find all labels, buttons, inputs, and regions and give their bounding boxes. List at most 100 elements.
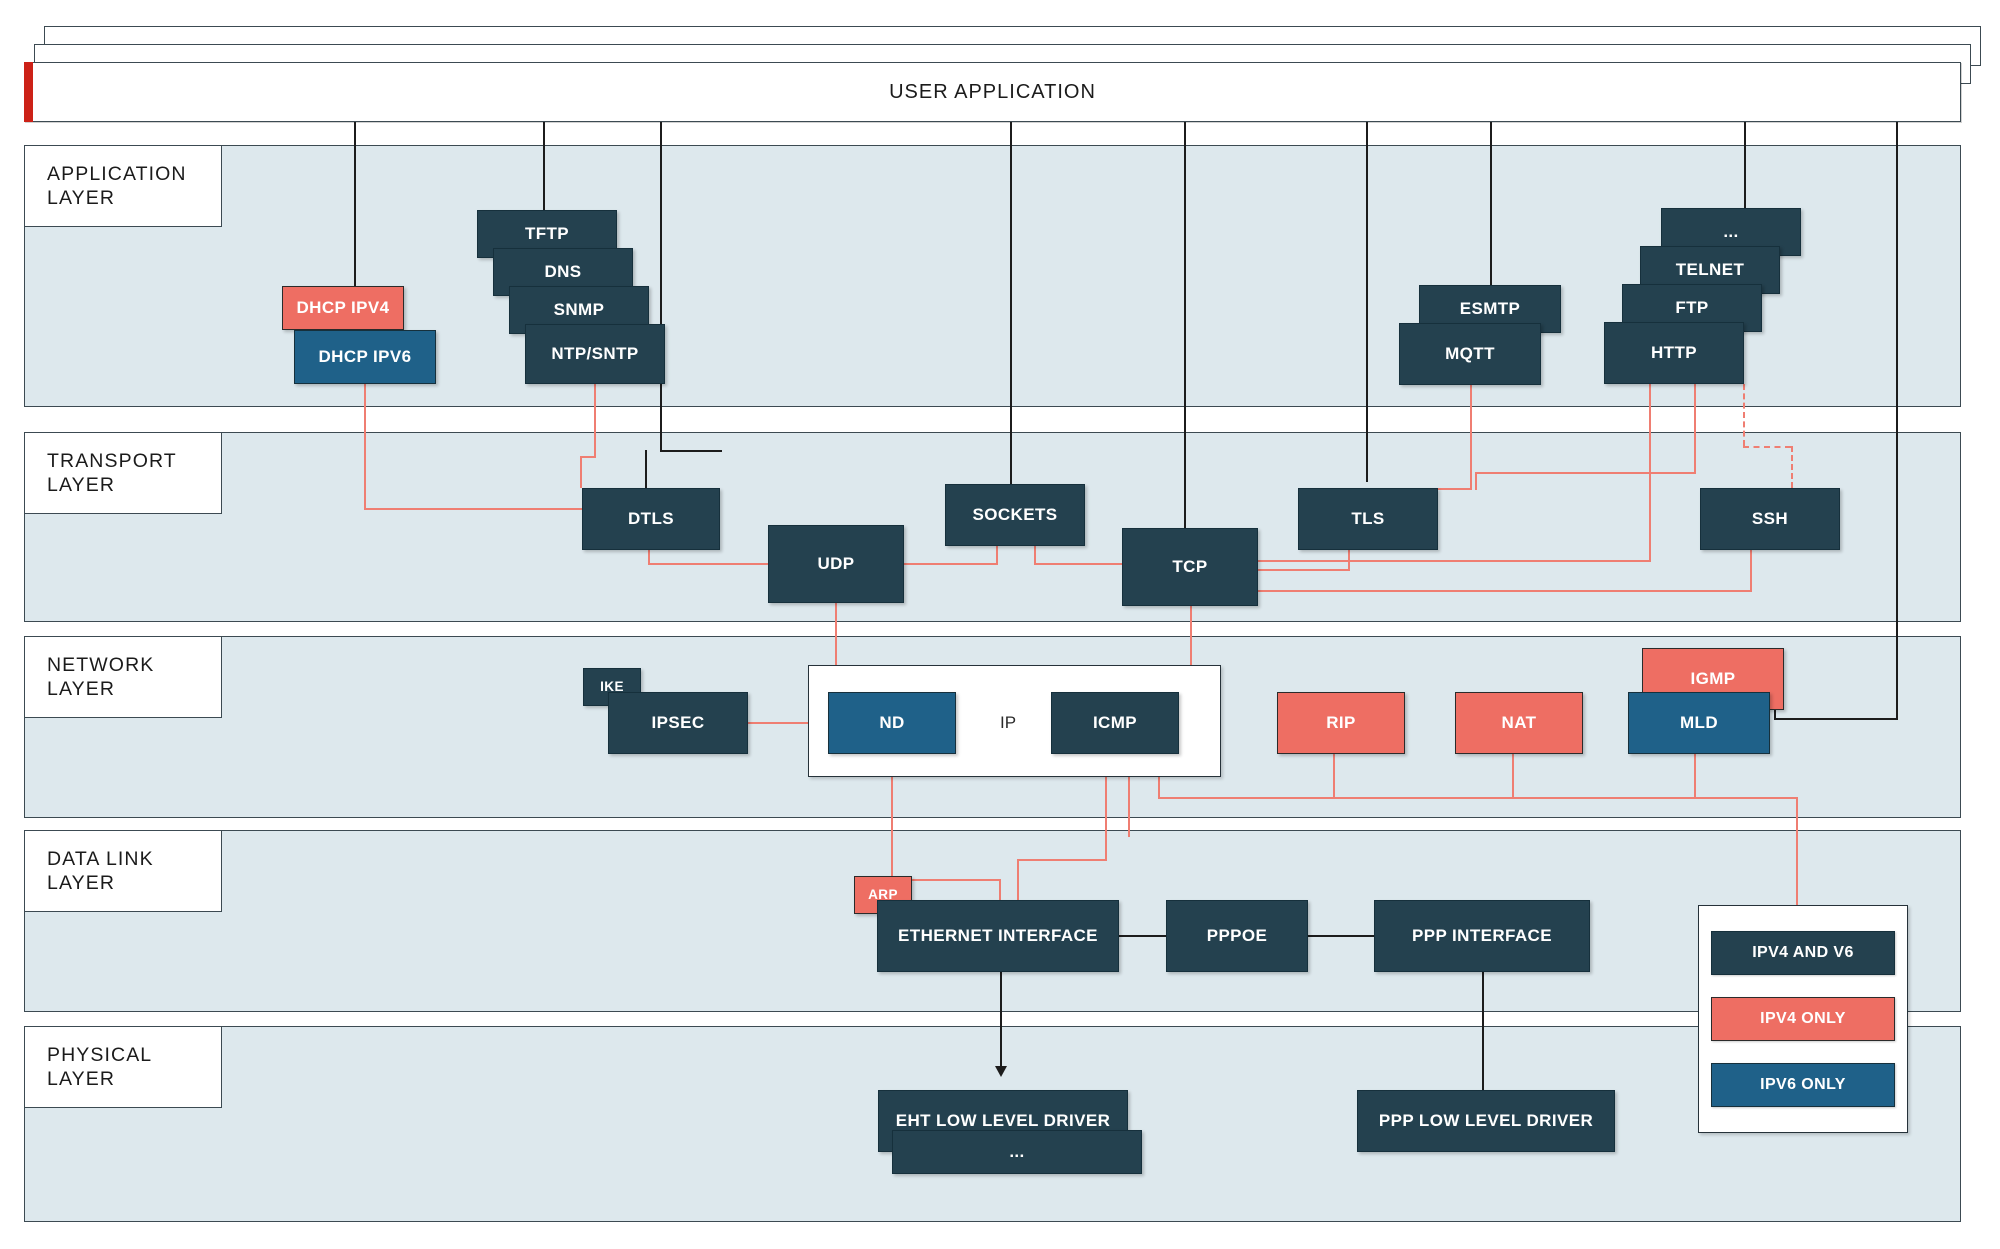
layer-label-transport: TRANSPORT LAYER: [24, 432, 222, 514]
transport-node-dtls-label: DTLS: [628, 509, 674, 529]
physical-node-ppp-driver[interactable]: PPP LOW LEVEL DRIVER: [1357, 1090, 1615, 1152]
link-ip-down-b: [1128, 777, 1130, 837]
link-userapp-to-sockets: [1010, 122, 1012, 484]
transport-node-udp[interactable]: UDP: [768, 525, 904, 603]
transport-node-sockets[interactable]: SOCKETS: [945, 484, 1085, 546]
app-node-dhcp-ipv4-label: DHCP IPV4: [296, 298, 390, 318]
physical-node-eht-ellipsis[interactable]: ...: [892, 1130, 1142, 1174]
link-userapp-to-igmp-h: [1774, 718, 1898, 720]
transport-node-ssh[interactable]: SSH: [1700, 488, 1840, 550]
user-application-box[interactable]: USER APPLICATION: [24, 62, 1961, 122]
link-sockets-to-tcp-v: [1034, 546, 1036, 564]
link-sockets-to-udp-h: [902, 563, 998, 565]
datalink-node-ppp-interface-label: PPP INTERFACE: [1412, 926, 1552, 946]
transport-node-tcp-label: TCP: [1172, 557, 1208, 577]
app-node-ntp-sntp[interactable]: NTP/SNTP: [525, 324, 665, 384]
network-ip-label-text: IP: [1000, 713, 1017, 732]
link-userapp-to-tftp: [543, 122, 545, 210]
layer-label-physical: PHYSICAL LAYER: [24, 1026, 222, 1108]
transport-node-tcp[interactable]: TCP: [1122, 528, 1258, 606]
network-node-icmp[interactable]: ICMP: [1051, 692, 1179, 754]
link-http-b-h: [1475, 472, 1696, 474]
link-userapp-to-esmtp: [1490, 122, 1492, 285]
layer-label-application-line1: APPLICATION: [47, 162, 187, 185]
app-node-http[interactable]: HTTP: [1604, 322, 1744, 384]
datalink-node-pppoe-label: PPPOE: [1206, 926, 1268, 946]
link-sockets-to-tcp-h: [1034, 563, 1124, 565]
legend-item-ipv6-only-label: IPV6 ONLY: [1760, 1076, 1846, 1093]
link-http-ssh-dashed-h: [1743, 446, 1791, 448]
network-node-ike-label: IKE: [600, 678, 624, 694]
layer-label-datalink: DATA LINK LAYER: [24, 830, 222, 912]
transport-node-dtls[interactable]: DTLS: [582, 488, 720, 550]
layer-label-physical-line1: PHYSICAL: [47, 1043, 153, 1066]
link-userapp-to-tcp: [1184, 122, 1186, 528]
app-node-tftp-label: TFTP: [524, 224, 570, 244]
datalink-node-ethernet-interface-label: ETHERNET INTERFACE: [898, 926, 1098, 946]
link-http-ssh-dashed-v: [1743, 384, 1745, 446]
arrow-eth-to-driver: [995, 1066, 1007, 1077]
network-node-ipsec[interactable]: IPSEC: [608, 692, 748, 754]
link-tls-to-tcp-v: [1348, 550, 1350, 570]
network-node-nd[interactable]: ND: [828, 692, 956, 754]
link-ip-right-h: [1158, 797, 1798, 799]
link-dhcp-to-dtls: [364, 508, 582, 510]
layer-label-physical-line2: LAYER: [47, 1068, 115, 1090]
app-node-ftp-label: FTP: [1675, 298, 1709, 318]
link-dtls-to-udp-v: [648, 550, 650, 564]
app-node-mqtt[interactable]: MQTT: [1399, 323, 1541, 385]
legend-panel: IPV4 AND V6 IPV4 ONLY IPV6 ONLY: [1698, 905, 1908, 1133]
legend-item-ipv6-only[interactable]: IPV6 ONLY: [1711, 1063, 1895, 1107]
network-ip-label: IP: [1000, 713, 1016, 733]
link-igmp-connector-v: [1774, 700, 1776, 720]
app-node-dhcp-ipv6-label: DHCP IPV6: [318, 347, 412, 367]
link-ntp-to-dtls-v: [580, 456, 582, 488]
transport-node-tls[interactable]: TLS: [1298, 488, 1438, 550]
link-nd-down: [891, 777, 893, 881]
datalink-node-ppp-interface[interactable]: PPP INTERFACE: [1374, 900, 1590, 972]
transport-node-tls-label: TLS: [1351, 509, 1385, 529]
transport-node-udp-label: UDP: [817, 554, 855, 574]
network-node-igmp-label: IGMP: [1690, 669, 1736, 689]
layer-label-transport-line1: TRANSPORT: [47, 449, 177, 472]
app-node-app-ellipsis-label: ...: [1723, 222, 1739, 242]
link-userapp-to-http-stack: [1744, 122, 1746, 210]
link-userapp-to-dhcp: [354, 122, 356, 295]
link-sockets-to-udp-v: [996, 546, 998, 564]
app-node-esmtp-label: ESMTP: [1459, 299, 1521, 319]
link-udp-to-ip: [835, 603, 837, 665]
link-dtls-to-udp-h: [648, 563, 770, 565]
link-ip-right-v: [1158, 777, 1160, 799]
link-dhcp-down: [364, 384, 366, 508]
layer-label-network: NETWORK LAYER: [24, 636, 222, 718]
app-node-dhcp-ipv6[interactable]: DHCP IPV6: [294, 330, 436, 384]
layer-label-application-line2: LAYER: [47, 187, 115, 209]
network-node-mld[interactable]: MLD: [1628, 692, 1770, 754]
link-ssh-to-tcp-v: [1750, 550, 1752, 592]
network-node-icmp-label: ICMP: [1092, 713, 1138, 733]
link-pppoe-to-ppp: [1308, 935, 1375, 937]
link-userapp-to-tls: [1366, 122, 1368, 482]
network-node-nat[interactable]: NAT: [1455, 692, 1583, 754]
legend-item-ipv4-and-v6[interactable]: IPV4 AND V6: [1711, 931, 1895, 975]
layer-label-transport-line2: LAYER: [47, 474, 115, 496]
link-ssh-to-tcp-h: [1257, 590, 1752, 592]
link-icmp-down: [1105, 777, 1107, 861]
app-node-snmp-label: SNMP: [553, 300, 605, 320]
layer-label-datalink-line1: DATA LINK: [47, 847, 154, 870]
datalink-node-ethernet-interface[interactable]: ETHERNET INTERFACE: [877, 900, 1119, 972]
network-node-ipsec-label: IPSEC: [651, 713, 705, 733]
app-node-ntp-sntp-label: NTP/SNTP: [551, 344, 639, 364]
app-node-telnet-label: TELNET: [1675, 260, 1745, 280]
user-application-accent-bar: [24, 62, 33, 122]
layer-label-network-line2: LAYER: [47, 678, 115, 700]
link-userapp-to-dtls-col: [660, 122, 662, 452]
legend-item-ipv4-only[interactable]: IPV4 ONLY: [1711, 997, 1895, 1041]
link-http-down-b: [1694, 384, 1696, 472]
user-application-label: USER APPLICATION: [889, 80, 1096, 103]
datalink-node-pppoe[interactable]: PPPOE: [1166, 900, 1308, 972]
app-node-dhcp-ipv4[interactable]: DHCP IPV4: [282, 286, 404, 330]
network-node-rip[interactable]: RIP: [1277, 692, 1405, 754]
legend-item-ipv4-and-v6-label: IPV4 AND V6: [1752, 944, 1854, 961]
